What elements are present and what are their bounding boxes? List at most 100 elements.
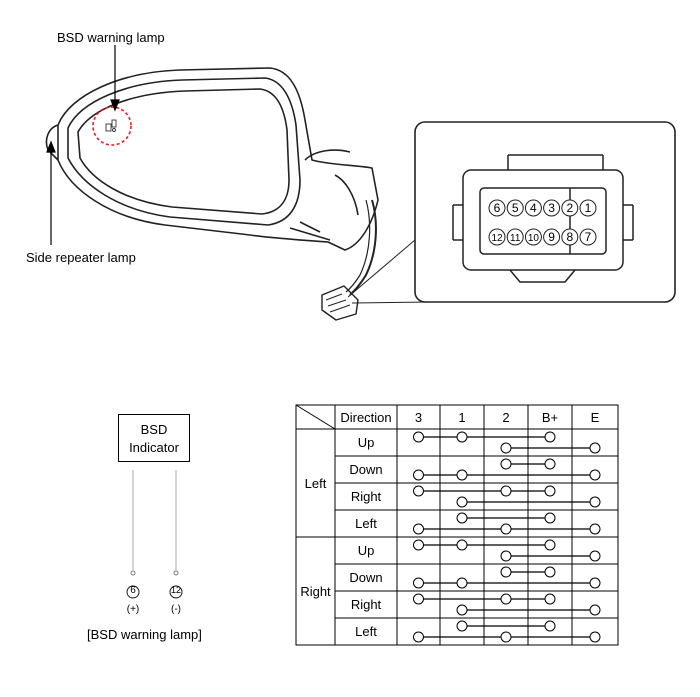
connector-pin-label: 4	[530, 201, 537, 215]
connector-pin	[506, 199, 524, 217]
connection-node	[456, 620, 468, 632]
connection-node	[589, 523, 601, 535]
connection-node	[456, 604, 468, 616]
connector-pin-label: 12	[491, 233, 503, 244]
pin-12-label: 12	[170, 585, 181, 595]
header-cell: Direction	[340, 410, 391, 425]
bsd-indicator-line1: BSD	[140, 422, 168, 437]
connection-node	[589, 442, 601, 454]
direction-label: Right	[351, 489, 382, 504]
connector-pin-label: 9	[548, 230, 555, 244]
connector-pin	[488, 199, 506, 217]
connection-node	[500, 631, 512, 643]
connection-node	[456, 496, 468, 508]
zoom-leader-2	[351, 301, 431, 304]
connection-node	[500, 442, 512, 454]
group-label: Right	[300, 584, 331, 599]
direction-label: Up	[358, 435, 375, 450]
connection-node	[589, 604, 601, 616]
connection-node	[589, 496, 601, 508]
zoom-leader	[347, 239, 416, 298]
connector-pin-label: 1	[585, 201, 592, 215]
connector-pin	[488, 228, 506, 246]
connection-node	[544, 620, 556, 632]
connector-pin-label: 2	[566, 201, 573, 215]
connector-zoom-box	[414, 121, 676, 303]
header-cell: B+	[542, 410, 558, 425]
direction-label: Down	[349, 570, 382, 585]
connection-node	[413, 431, 424, 443]
connection-node	[456, 577, 468, 589]
connection-node	[544, 539, 556, 551]
header-cell: E	[591, 410, 600, 425]
bsd-lamp-highlight	[92, 106, 132, 146]
connection-node	[500, 458, 512, 470]
connector-pin-label: 7	[585, 230, 592, 244]
connection-node	[456, 431, 468, 443]
minus-label: (-)	[171, 604, 181, 615]
connector-pin	[561, 228, 579, 246]
connector-pin-label: 11	[510, 233, 521, 244]
table-border	[295, 404, 619, 646]
bsd-indicator-line2: Indicator	[129, 440, 179, 455]
connection-node	[413, 539, 424, 551]
connection-node	[413, 485, 424, 497]
connection-node	[544, 458, 556, 470]
connection-node	[544, 485, 556, 497]
connector-pin	[524, 199, 542, 217]
leader-arrows	[46, 45, 120, 245]
connector-pin-label: 6	[494, 201, 501, 215]
bsd-warning-lamp-caption: [BSD warning lamp]	[87, 627, 202, 642]
connector-pin	[506, 228, 524, 246]
connector-pin-label: 5	[512, 201, 519, 215]
group-label: Left	[305, 476, 327, 491]
header-cell: 1	[458, 410, 465, 425]
connector-pin-label: 10	[528, 233, 540, 244]
side-mirror	[45, 67, 379, 321]
connector-pin	[543, 199, 561, 217]
header-cell: 3	[415, 410, 422, 425]
connection-node	[544, 431, 556, 443]
connector-pin	[579, 199, 597, 217]
connection-node	[413, 523, 424, 535]
pin-6-label: 6	[130, 585, 136, 596]
connection-node	[500, 550, 512, 562]
connector-pin	[561, 199, 579, 217]
header-cell: 2	[502, 410, 509, 425]
connector-pin	[579, 228, 597, 246]
header-diagonal	[295, 404, 336, 430]
connection-node	[456, 512, 468, 524]
connection-node	[544, 512, 556, 524]
plus-label: (+)	[126, 604, 140, 615]
connector-pin	[524, 228, 542, 246]
bsd-warning-lamp-label: BSD warning lamp	[57, 30, 165, 45]
direction-label: Down	[349, 462, 382, 477]
direction-label: Left	[355, 624, 377, 639]
connection-node	[500, 593, 512, 605]
side-repeater-lamp-label: Side repeater lamp	[26, 250, 136, 265]
connection-node	[589, 631, 601, 643]
connection-node	[500, 566, 512, 578]
connection-node	[413, 469, 424, 481]
connection-node	[589, 577, 601, 589]
direction-label: Up	[358, 543, 375, 558]
connection-node	[456, 469, 468, 481]
connection-node	[589, 469, 601, 481]
connection-node	[500, 485, 512, 497]
direction-label: Right	[351, 597, 382, 612]
connection-node	[413, 631, 424, 643]
connection-node	[589, 550, 601, 562]
connection-node	[413, 593, 424, 605]
connection-node	[413, 577, 424, 589]
connector-pin	[543, 228, 561, 246]
direction-label: Left	[355, 516, 377, 531]
bsd-lamp-icon	[105, 119, 117, 132]
connection-node	[500, 523, 512, 535]
connector-pin-label: 8	[566, 230, 573, 244]
connection-node	[456, 539, 468, 551]
connector-pin-label: 3	[548, 201, 555, 215]
